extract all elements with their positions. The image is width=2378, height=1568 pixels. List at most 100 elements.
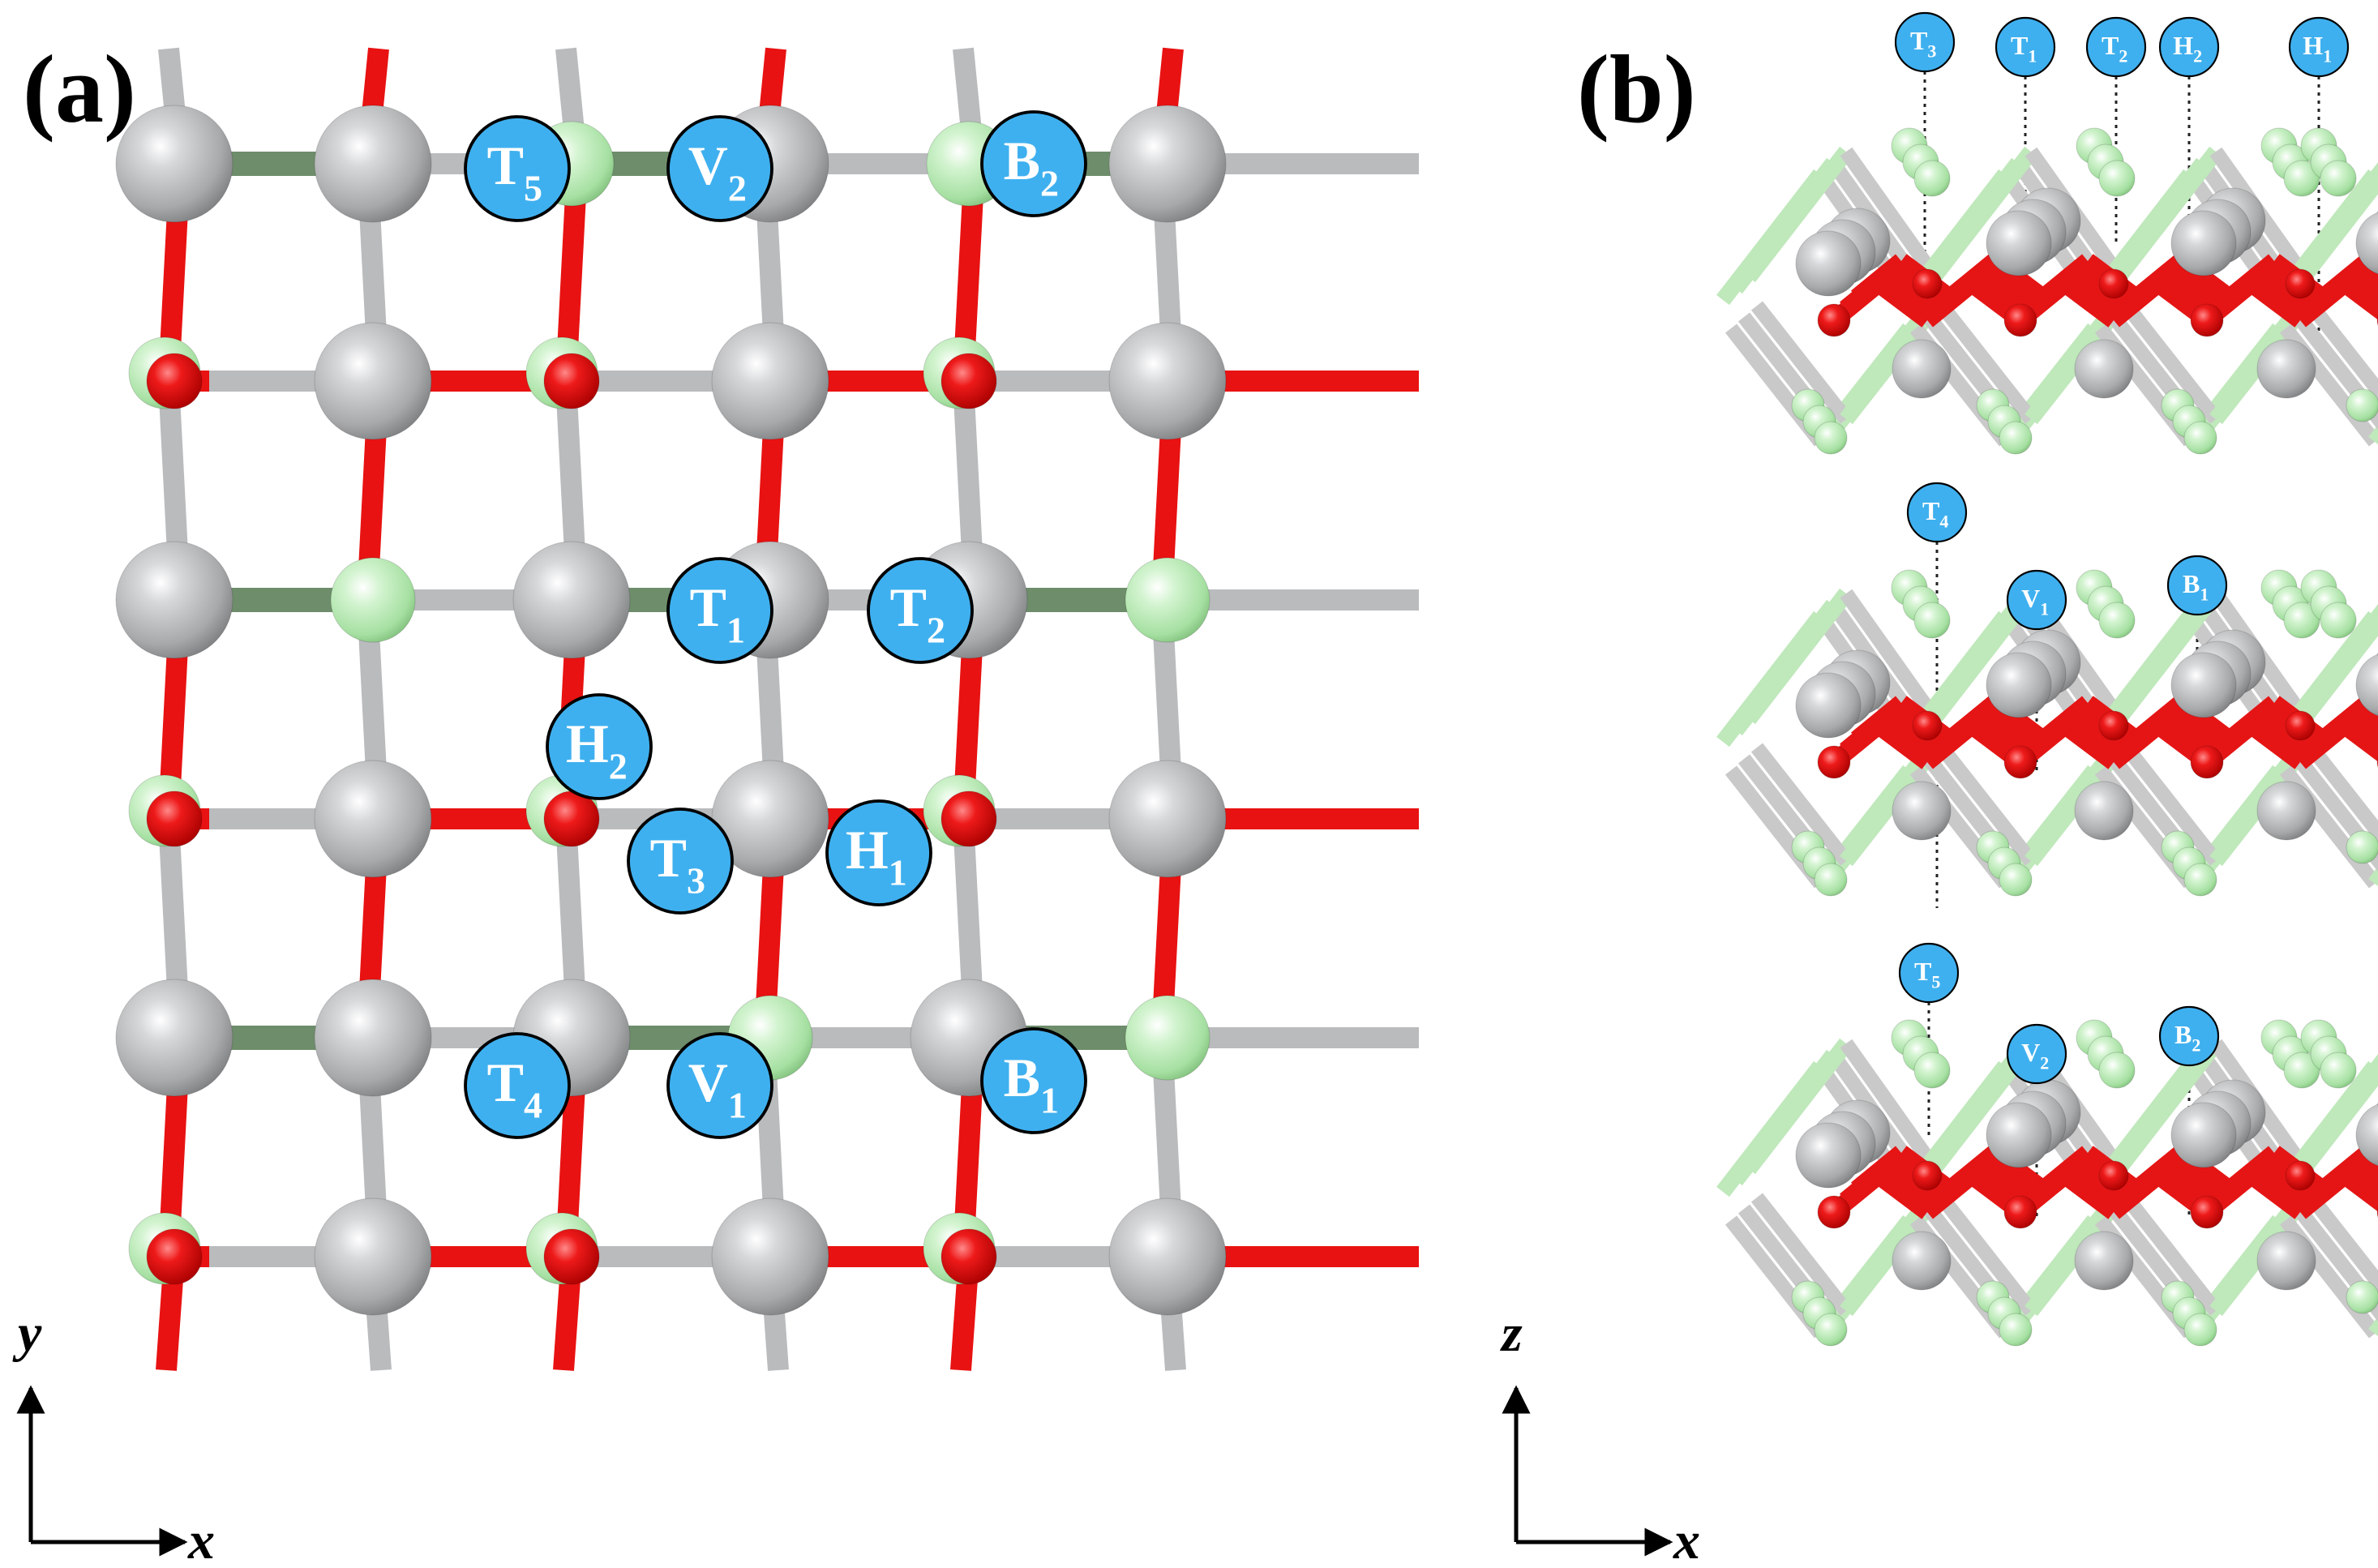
site-index: 2 xyxy=(927,609,945,650)
oxygen-bond xyxy=(1944,1146,2000,1197)
halide-bond xyxy=(2297,609,2378,725)
oxygen-atom xyxy=(2003,303,2037,337)
metal-atom xyxy=(2170,1102,2237,1168)
oxygen-atom xyxy=(146,790,203,847)
halide-atom xyxy=(1814,1313,1848,1347)
halide-bond xyxy=(1742,588,1853,725)
oxygen-bond xyxy=(2339,718,2378,762)
halide-atom xyxy=(1913,1052,1951,1089)
site-label: B1 xyxy=(2183,569,2209,605)
oxygen-bond xyxy=(2246,1168,2306,1219)
site-marker-circle xyxy=(666,115,773,222)
side-site-t5: T5 xyxy=(1898,942,1960,1004)
oxygen-bond xyxy=(2257,265,2317,316)
oxygen-atom xyxy=(2098,268,2129,299)
oxygen-atom xyxy=(2098,1160,2129,1191)
site-marker-circle xyxy=(2158,1005,2220,1067)
site-label: B2 xyxy=(2174,1020,2200,1056)
site-index: 1 xyxy=(728,1084,747,1125)
side-site-b2: B2 xyxy=(2158,1005,2220,1067)
oxygen-bond xyxy=(2164,265,2224,316)
metal-atom xyxy=(2170,652,2237,718)
metal-bond xyxy=(1840,147,1942,282)
oxygen-bond xyxy=(1851,696,1907,747)
oxygen-bond xyxy=(1977,707,2037,758)
site-label: T4 xyxy=(487,1052,542,1125)
metal-bond xyxy=(1750,301,1853,424)
oxygen-atom xyxy=(2190,303,2224,337)
side-site-v2: V2 xyxy=(2006,1023,2067,1085)
halide-atom xyxy=(1913,602,1951,639)
oxygen-bond xyxy=(2246,276,2306,328)
oxygen-bond xyxy=(2246,718,2306,769)
adsorption-site-t1: T1 xyxy=(666,557,773,664)
halide-atom xyxy=(2183,863,2217,897)
halide-bond xyxy=(2297,1059,2378,1175)
halide-atom xyxy=(1913,160,1951,197)
oxygen-atom xyxy=(1817,1195,1851,1229)
halide-atom xyxy=(2283,1052,2320,1089)
oxygen-bond xyxy=(1873,276,1933,328)
site-index: 3 xyxy=(687,859,705,901)
site-letter: V xyxy=(688,135,728,196)
oxygen-bond xyxy=(1977,265,2037,316)
halide-bond xyxy=(1742,146,1853,283)
metal-atom xyxy=(1795,672,1862,739)
site-label: T3 xyxy=(1910,26,1936,62)
oxygen-atom xyxy=(543,1228,600,1285)
site-label: V2 xyxy=(2021,1038,2049,1073)
metal-atom xyxy=(314,105,432,223)
site-letter: T xyxy=(487,1052,524,1113)
halide-atom xyxy=(1125,557,1210,643)
site-letter: T xyxy=(2011,31,2028,60)
metal-atom xyxy=(1108,760,1227,878)
side-site-t4: T4 xyxy=(1906,482,1968,543)
metal-bond xyxy=(2120,1193,2222,1316)
metal-atom xyxy=(2074,1231,2134,1291)
halide-atom xyxy=(2320,160,2357,197)
x-axis-label-b: x xyxy=(1673,1511,1700,1568)
site-index: 1 xyxy=(2028,46,2037,66)
halide-atom xyxy=(2346,830,2378,864)
site-label: H2 xyxy=(566,713,628,786)
halide-atom xyxy=(2283,160,2320,197)
site-marker-circle xyxy=(464,115,571,222)
metal-bond xyxy=(1935,743,2037,866)
site-index: 1 xyxy=(726,609,745,650)
site-label: T5 xyxy=(487,135,542,208)
oxygen-bond xyxy=(1873,1168,1933,1219)
adsorption-site-t3: T3 xyxy=(627,808,734,915)
site-label: B1 xyxy=(1004,1047,1059,1120)
oxygen-atom xyxy=(2285,710,2316,741)
oxygen-atom xyxy=(2003,745,2037,779)
site-letter: T xyxy=(650,827,687,889)
metal-bond xyxy=(1750,743,1853,866)
oxygen-bond xyxy=(1944,254,2000,305)
site-marker-circle xyxy=(1906,482,1968,543)
halide-bond xyxy=(1742,1038,1853,1175)
panel-a-label: (a) xyxy=(23,35,136,143)
adsorption-site-b2: B2 xyxy=(980,110,1087,217)
site-marker-circle xyxy=(627,808,734,915)
oxygen-atom xyxy=(1912,268,1943,299)
metal-atom xyxy=(1795,1122,1862,1189)
site-index: 5 xyxy=(524,167,542,208)
oxygen-bond xyxy=(2164,707,2224,758)
oxygen-atom xyxy=(2285,268,2316,299)
oxygen-bond xyxy=(1884,707,1944,758)
site-label: H2 xyxy=(2173,31,2202,66)
site-letter: H xyxy=(2303,31,2323,60)
metal-atom xyxy=(2074,781,2134,841)
oxygen-bond xyxy=(2059,276,2119,328)
site-letter: T xyxy=(690,576,726,638)
oxygen-bond xyxy=(2224,696,2280,747)
site-marker-circle xyxy=(546,693,653,800)
halide-atom xyxy=(2346,388,2378,422)
site-index: 1 xyxy=(2040,599,2049,619)
site-letter: H xyxy=(2173,31,2193,60)
site-index: 2 xyxy=(1040,162,1059,203)
halide-atom xyxy=(1999,1313,2033,1347)
